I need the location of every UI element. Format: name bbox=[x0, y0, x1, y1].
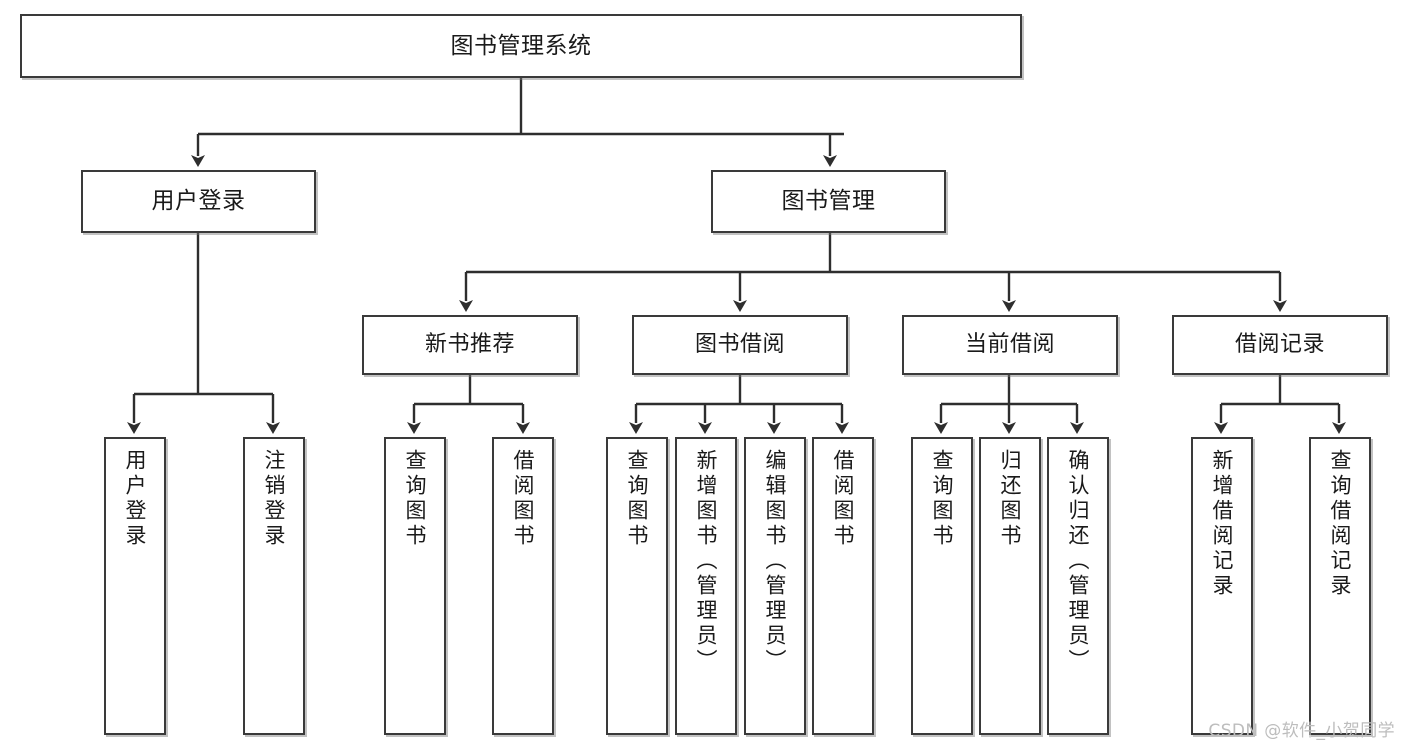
leaf-new-book-query-book[interactable]: 查询图书 bbox=[384, 437, 446, 735]
node-label: 查询图书 bbox=[403, 449, 428, 549]
leaf-user-login-login[interactable]: 用户登录 bbox=[104, 437, 166, 735]
node-label: 新书推荐 bbox=[424, 331, 515, 357]
node-label: 用户登录 bbox=[151, 188, 246, 215]
leaf-book-borrow-edit-book-admin[interactable]: 编辑图书（管理员） bbox=[744, 437, 806, 735]
node-borrow-record[interactable]: 借阅记录 bbox=[1172, 315, 1388, 375]
node-label: 用户登录 bbox=[123, 449, 148, 549]
leaf-new-book-borrow-book[interactable]: 借阅图书 bbox=[492, 437, 554, 735]
node-user-login[interactable]: 用户登录 bbox=[81, 170, 316, 233]
leaf-borrow-record-add-record[interactable]: 新增借阅记录 bbox=[1191, 437, 1253, 735]
node-label: 图书借阅 bbox=[694, 331, 785, 357]
node-label: 新增图书（管理员） bbox=[694, 449, 719, 674]
node-new-book-recommend[interactable]: 新书推荐 bbox=[362, 315, 578, 375]
node-label: 查询图书 bbox=[625, 449, 650, 549]
node-label: 注销登录 bbox=[262, 449, 287, 549]
watermark-text: CSDN @软件_小贺同学 bbox=[1208, 721, 1395, 741]
node-label: 图书管理 bbox=[781, 188, 876, 215]
node-label: 确认归还（管理员） bbox=[1066, 449, 1091, 674]
leaf-current-borrow-confirm-return-admin[interactable]: 确认归还（管理员） bbox=[1047, 437, 1109, 735]
node-label: 借阅图书 bbox=[511, 449, 536, 549]
leaf-book-borrow-borrow-book[interactable]: 借阅图书 bbox=[812, 437, 874, 735]
node-current-borrow[interactable]: 当前借阅 bbox=[902, 315, 1118, 375]
node-label: 借阅记录 bbox=[1234, 331, 1325, 357]
node-label: 归还图书 bbox=[998, 449, 1023, 549]
node-label: 查询借阅记录 bbox=[1328, 449, 1353, 599]
node-book-borrow[interactable]: 图书借阅 bbox=[632, 315, 848, 375]
leaf-current-borrow-query-book[interactable]: 查询图书 bbox=[911, 437, 973, 735]
node-label: 新增借阅记录 bbox=[1210, 449, 1235, 599]
node-root-book-management-system[interactable]: 图书管理系统 bbox=[20, 14, 1022, 78]
leaf-book-borrow-query-book[interactable]: 查询图书 bbox=[606, 437, 668, 735]
node-label: 借阅图书 bbox=[831, 449, 856, 549]
node-book-management[interactable]: 图书管理 bbox=[711, 170, 946, 233]
leaf-book-borrow-add-book-admin[interactable]: 新增图书（管理员） bbox=[675, 437, 737, 735]
leaf-current-borrow-return-book[interactable]: 归还图书 bbox=[979, 437, 1041, 735]
node-label: 当前借阅 bbox=[964, 331, 1055, 357]
leaf-borrow-record-query-record[interactable]: 查询借阅记录 bbox=[1309, 437, 1371, 735]
node-label: 编辑图书（管理员） bbox=[763, 449, 788, 674]
node-label: 查询图书 bbox=[930, 449, 955, 549]
node-label: 图书管理系统 bbox=[450, 32, 592, 59]
leaf-user-login-logout[interactable]: 注销登录 bbox=[243, 437, 305, 735]
